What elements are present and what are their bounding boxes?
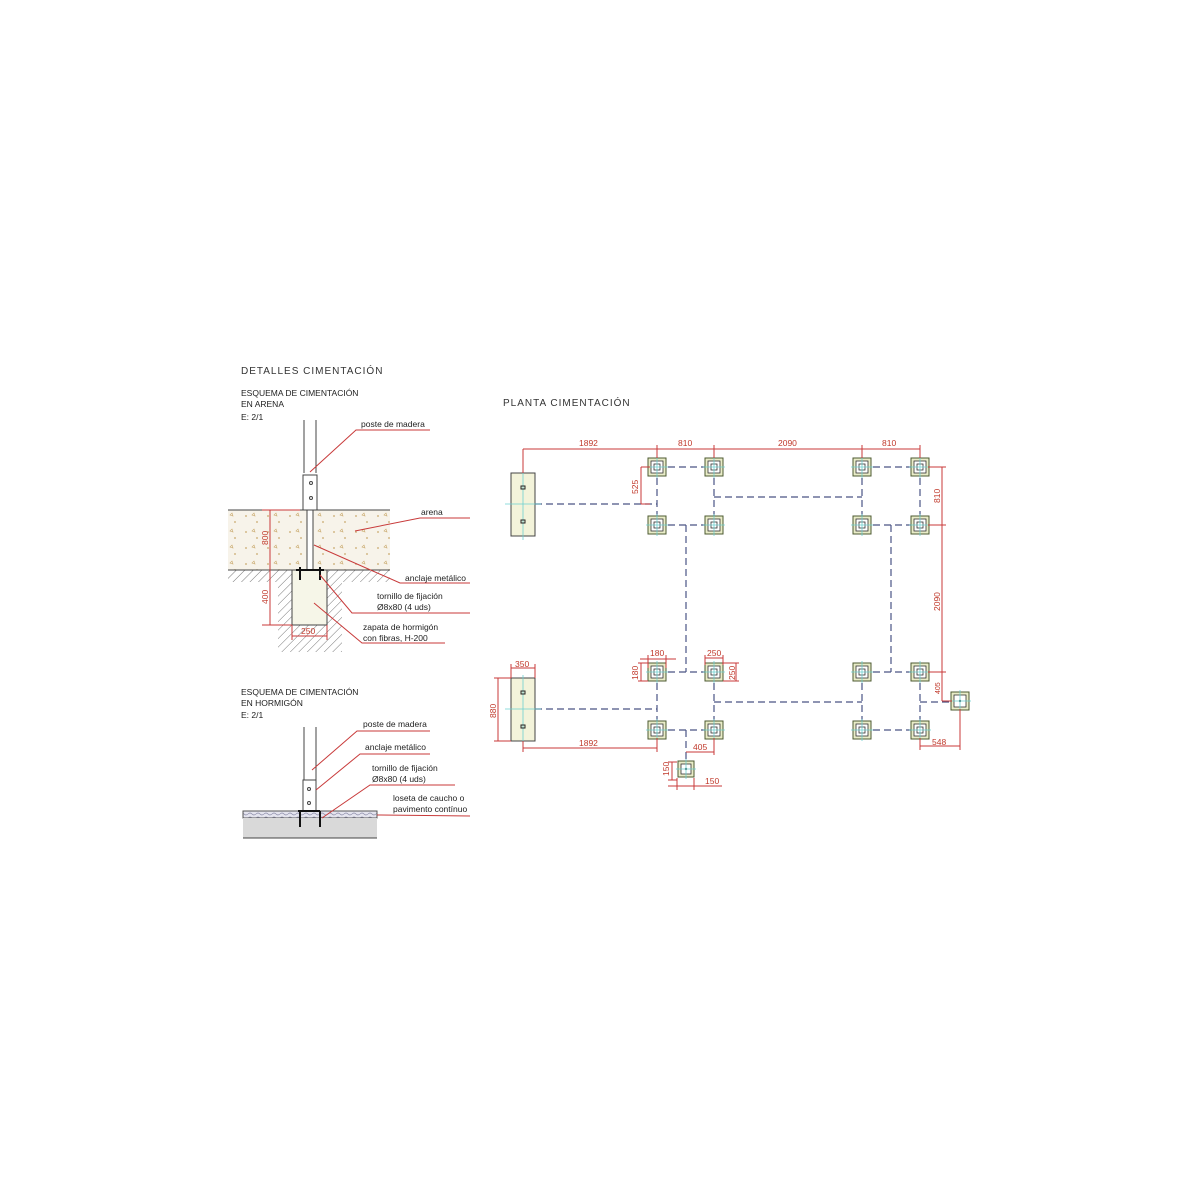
- footing: [703, 456, 725, 478]
- label-arena: arena: [421, 507, 443, 517]
- dim-right-2090: 2090: [932, 592, 942, 611]
- rubber-tile-layer: [242, 810, 378, 819]
- footing: [909, 514, 931, 536]
- dim-548: 548: [932, 737, 946, 747]
- label-zapata-spec: con fibras, H-200: [363, 633, 428, 643]
- details-title: DETALLES CIMENTACIÓN: [241, 364, 383, 377]
- dim-150-v: 150: [661, 762, 671, 776]
- footing: [909, 456, 931, 478]
- dim-350: 350: [515, 659, 529, 669]
- label-anclaje: anclaje metálico: [405, 573, 466, 583]
- plan-title: PLANTA CIMENTACIÓN: [503, 396, 631, 409]
- hormigon-heading-1: ESQUEMA DE CIMENTACIÓN: [241, 687, 358, 697]
- footing: [851, 719, 873, 741]
- dim-180-v: 180: [630, 666, 640, 680]
- label-anclaje: anclaje metálico: [365, 742, 426, 752]
- dim-top-810-b: 810: [882, 438, 896, 448]
- footing: [703, 514, 725, 536]
- dim-150-h: 150: [705, 776, 719, 786]
- hormigon-heading-2: EN HORMIGÓN: [241, 698, 303, 708]
- dim-right-810: 810: [932, 489, 942, 503]
- anchor-stem: [306, 509, 314, 571]
- dim-top-810: 810: [678, 438, 692, 448]
- footings: [646, 456, 971, 779]
- footing: [851, 661, 873, 683]
- footing: [703, 719, 725, 741]
- footing: [949, 690, 971, 712]
- plan-axes: [535, 466, 960, 769]
- label-poste: poste de madera: [361, 419, 425, 429]
- detail-arena: ESQUEMA DE CIMENTACIÓN EN ARENA E: 2/1 8…: [228, 388, 470, 652]
- label-tornillo: tornillo de fijación: [372, 763, 438, 773]
- dim-400: 400: [260, 590, 270, 604]
- dim-250-h: 250: [707, 648, 721, 658]
- footing: [851, 514, 873, 536]
- hormigon-scale: E: 2/1: [241, 710, 263, 720]
- label-tornillo: tornillo de fijación: [377, 591, 443, 601]
- label-pavimento: pavimento contínuo: [393, 804, 467, 814]
- footing: [703, 661, 725, 683]
- dim-top-1892: 1892: [579, 438, 598, 448]
- footing: [646, 456, 668, 478]
- metal-anchor-plate: [302, 474, 318, 511]
- concrete-slab: [243, 818, 377, 838]
- detail-hormigon: ESQUEMA DE CIMENTACIÓN EN HORMIGÓN E: 2/…: [241, 687, 471, 839]
- arena-heading-2: EN ARENA: [241, 399, 284, 409]
- dim-405: 405: [693, 742, 707, 752]
- concrete-footing: [291, 569, 328, 626]
- label-zapata: zapata de hormigón: [363, 622, 438, 632]
- dim-bottom-1892: 1892: [579, 738, 598, 748]
- dim-800: 800: [260, 531, 270, 545]
- dim-250-v: 250: [727, 666, 737, 680]
- footing: [646, 514, 668, 536]
- label-poste: poste de madera: [363, 719, 427, 729]
- arena-heading-1: ESQUEMA DE CIMENTACIÓN: [241, 388, 358, 398]
- metal-anchor-plate: [302, 779, 317, 812]
- dim-right-405: 405: [935, 682, 942, 694]
- dimensions: 1892 810 2090 810 525 810 2090 405 548 1…: [488, 438, 961, 790]
- footing: [909, 719, 931, 741]
- footing: [909, 661, 931, 683]
- dim-525: 525: [630, 480, 640, 494]
- end-blocks: [505, 470, 541, 745]
- footing: [676, 759, 696, 779]
- footing: [851, 456, 873, 478]
- dim-250: 250: [301, 626, 315, 636]
- label-tornillo-spec: Ø8x80 (4 uds): [377, 602, 431, 612]
- dim-top-2090: 2090: [778, 438, 797, 448]
- label-loseta: loseta de caucho o: [393, 793, 465, 803]
- arena-scale: E: 2/1: [241, 412, 263, 422]
- label-tornillo-spec: Ø8x80 (4 uds): [372, 774, 426, 784]
- dim-180-h: 180: [650, 648, 664, 658]
- footing: [646, 661, 668, 683]
- footing: [646, 719, 668, 741]
- dim-880: 880: [488, 704, 498, 718]
